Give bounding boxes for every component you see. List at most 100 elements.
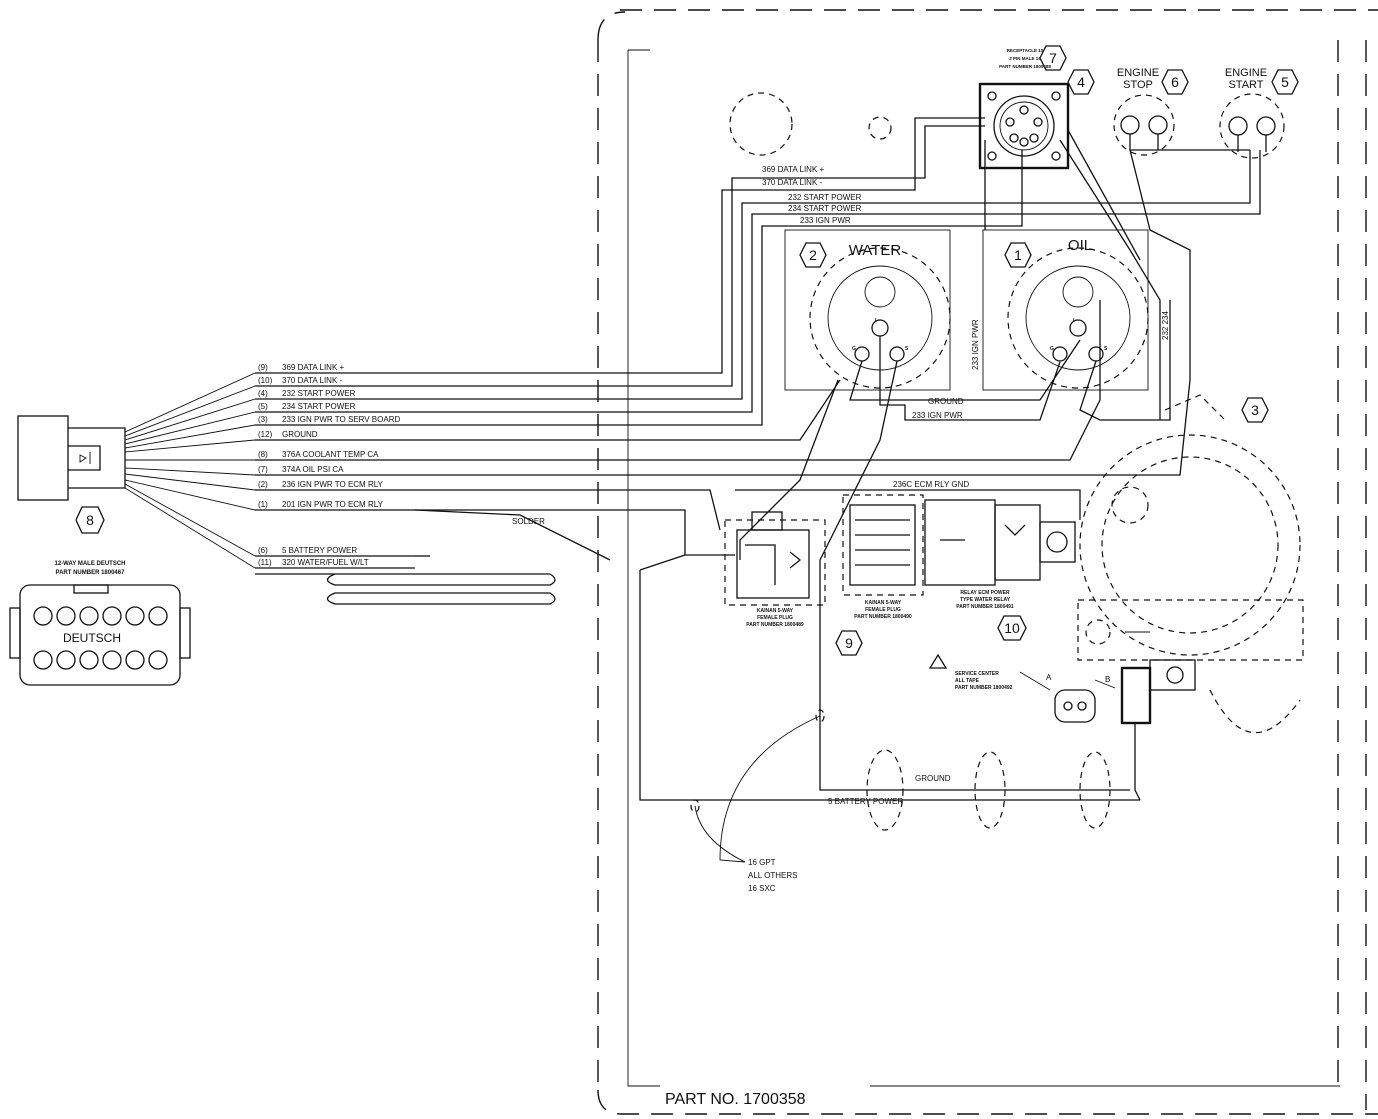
ecm-rly-gnd-wire xyxy=(735,489,1081,520)
bottom-wiring xyxy=(639,554,1140,863)
harness-wire-label: 234 START POWER xyxy=(282,402,356,411)
harness-pin-label: (11) xyxy=(258,558,272,567)
pin-label: B xyxy=(1105,675,1110,684)
deutsch-label: DEUTSCH xyxy=(63,631,121,645)
socket-note-line: KAINAN 5-WAY xyxy=(757,608,794,614)
callout-4: 4 xyxy=(1067,69,1095,95)
gauge-label: OIL xyxy=(1068,237,1092,254)
wire-label: 233 IGN PWR xyxy=(800,216,851,225)
wire-label: GROUND xyxy=(915,774,951,783)
relay-note-line: TYPE WATER RELAY xyxy=(960,597,1011,603)
deutsch-pin-row-bottom xyxy=(33,650,168,670)
relay-socket: KAINAN 5-WAY FEMALE PLUG PART NUMBER 180… xyxy=(724,511,826,628)
solder-splice: SOLDER xyxy=(414,509,611,561)
harness-wire-label: 232 START POWER xyxy=(282,389,356,398)
note-line: 16 SXC xyxy=(748,884,776,893)
wire-label: 232 234 xyxy=(1161,311,1170,340)
receptacle-note-line: PART NUMBER 1800488 xyxy=(999,64,1051,69)
relay-note-line: RELAY ECM POWER xyxy=(960,590,1010,596)
harness-wire-label: 370 DATA LINK - xyxy=(282,376,343,385)
wire-label: 370 DATA LINK - xyxy=(762,178,823,187)
harness-pin-label: (7) xyxy=(258,465,268,474)
note-line: 16 GPT xyxy=(748,858,776,867)
harness-pin-label: (8) xyxy=(258,450,268,459)
terminal-label: I xyxy=(1073,318,1075,324)
harness-pin-label: (10) xyxy=(258,376,273,385)
gauge-label: WATER xyxy=(849,242,902,259)
harness-fan xyxy=(124,372,256,569)
harness-pin-label: (5) xyxy=(258,402,268,411)
harness-wire-label: 369 DATA LINK + xyxy=(282,363,345,372)
callout-6: 6 xyxy=(1161,69,1189,95)
part-number: PART NO. 1700358 xyxy=(665,1091,806,1108)
callout-number: 10 xyxy=(1004,620,1020,636)
harness-wire-label: 320 WATER/FUEL W/LT xyxy=(282,558,369,567)
switch-label: START xyxy=(1228,79,1263,91)
callout-number: 8 xyxy=(86,512,94,528)
socket-note-line: FEMALE PLUG xyxy=(865,607,901,613)
wire-label: 232 START POWER xyxy=(788,193,862,202)
callout-5: 5 xyxy=(1271,69,1299,95)
harness-wire-label: 5 BATTERY POWER xyxy=(282,546,357,555)
harness-wire-label: 374A OIL PSI CA xyxy=(282,465,344,474)
switch-label: ENGINE xyxy=(1117,67,1159,79)
gauge-wiring xyxy=(739,129,1171,791)
harness-pin-label: (3) xyxy=(258,415,268,424)
harness-wire-label: 376A COOLANT TEMP CA xyxy=(282,450,379,459)
wire-label: 234 START POWER xyxy=(788,204,862,213)
harness-connector xyxy=(17,415,126,501)
callout-number: 4 xyxy=(1077,74,1085,90)
wire-label: 233 IGN PWR xyxy=(971,319,980,370)
panel-hole-outline xyxy=(729,92,793,156)
callout-9: 9 xyxy=(835,630,863,656)
note-line: ALL OTHERS xyxy=(748,871,798,880)
harness-pin-label: (6) xyxy=(258,546,268,555)
top-wire-labels: 369 DATA LINK + 370 DATA LINK - 232 STAR… xyxy=(762,165,862,225)
wire-label: 5 BATTERY POWER xyxy=(828,797,903,806)
switch-label: ENGINE xyxy=(1225,67,1267,79)
panel-outline xyxy=(597,9,1378,1115)
socket-note-line: FEMALE PLUG xyxy=(757,615,793,621)
data-link-receptacle: RECEPTACLE 10 2 PIN MALE 14 PART NUMBER … xyxy=(978,48,1070,170)
callout-number: 7 xyxy=(1049,50,1057,66)
callout-3: 3 xyxy=(1241,397,1269,423)
harness-wires xyxy=(255,117,1261,605)
wire-label: 233 IGN PWR xyxy=(912,411,963,420)
service-center-connector: SERVICE CENTER ALL TAPE PART NUMBER 1800… xyxy=(928,653,1196,801)
harness-pin-label: (9) xyxy=(258,363,268,372)
wire-label: GROUND xyxy=(928,397,964,406)
harness-pin-label: (12) xyxy=(258,430,273,439)
panel-hole-small xyxy=(868,116,892,140)
callout-2: 2 xyxy=(799,242,827,268)
terminal-label: S xyxy=(905,346,909,352)
wire-label: 369 DATA LINK + xyxy=(762,165,825,174)
terminal-label: S xyxy=(1104,346,1108,352)
socket-note-line: PART NUMBER 1800490 xyxy=(854,614,912,620)
harness-wire-label: 236 IGN PWR TO ECM RLY xyxy=(282,480,384,489)
connector-note-line: PART NUMBER 1800467 xyxy=(56,570,126,576)
terminal-label: G xyxy=(852,346,856,352)
oil-gauge: OIL I G S xyxy=(982,229,1149,391)
deutsch-pin-row-top xyxy=(33,606,168,626)
callout-1: 1 xyxy=(1004,242,1032,268)
callout-7: 7 xyxy=(1039,45,1067,71)
splice-label: SOLDER xyxy=(512,517,545,526)
receptacle-note-line: 2 PIN MALE 14 xyxy=(1009,56,1041,61)
relay-10: RELAY ECM POWER TYPE WATER RELAY PART NU… xyxy=(924,499,1076,610)
callout-number: 1 xyxy=(1014,247,1022,263)
callout-number: 3 xyxy=(1251,402,1259,418)
switch-label: STOP xyxy=(1123,79,1153,91)
socket-note-line: PART NUMBER 1800489 xyxy=(746,622,804,628)
harness-wire-label: 233 IGN PWR TO SERV BOARD xyxy=(282,415,400,424)
receptacle-note-line: RECEPTACLE 10 xyxy=(1007,48,1044,53)
terminal-label: I xyxy=(875,318,877,324)
service-note-line: SERVICE CENTER xyxy=(955,671,999,677)
socket-9: KAINAN 5-WAY FEMALE PLUG PART NUMBER 180… xyxy=(842,494,924,620)
callout-number: 9 xyxy=(845,635,853,651)
harness-wire-label: GROUND xyxy=(282,430,318,439)
service-note-line: PART NUMBER 1800492 xyxy=(955,685,1013,691)
deutsch-connector: 12-WAY MALE DEUTSCH PART NUMBER 1800467 … xyxy=(9,561,191,686)
connector-note-line: 12-WAY MALE DEUTSCH xyxy=(54,561,125,567)
callout-number: 5 xyxy=(1281,74,1289,90)
